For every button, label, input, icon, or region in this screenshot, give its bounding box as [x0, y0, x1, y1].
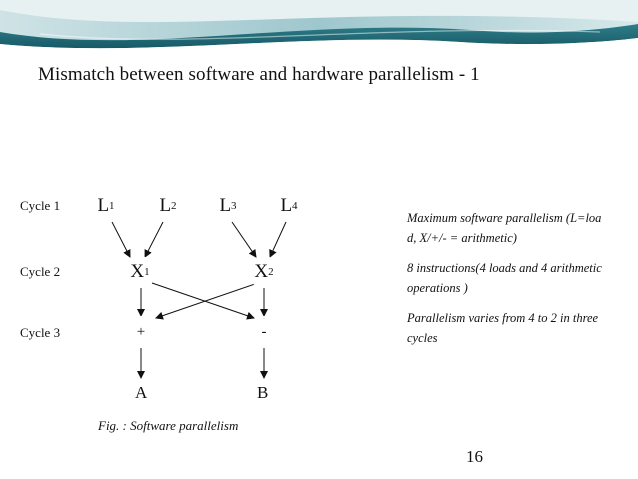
edge-x2-plus [155, 283, 256, 320]
edge-l2-x1 [144, 221, 164, 258]
node-add: + [125, 316, 157, 348]
note-max-parallelism: Maximum software parallelism (L=load, X/… [407, 211, 602, 245]
slide-title: Mismatch between software and hardware p… [38, 64, 480, 85]
cycle-2-label: Cycle 2 [20, 264, 61, 279]
cycle-3-label: Cycle 3 [20, 325, 61, 340]
node-subtract: - [248, 316, 280, 348]
note-parallelism-varies: Parallelism varies from 4 to 2 in three … [407, 311, 599, 345]
cycle-1-label: Cycle 1 [20, 198, 61, 213]
page-number: 16 [466, 447, 483, 466]
notes-panel: Maximum software parallelism (L=load, X/… [407, 208, 603, 358]
header-banner [0, 0, 638, 58]
edge-l4-x2 [269, 221, 287, 258]
output-a: A [135, 383, 148, 402]
edge-l3-x2 [231, 221, 257, 258]
edge-x1-minus [151, 282, 255, 320]
figure-caption: Fig. : Software parallelism [98, 418, 239, 433]
note-instructions: 8 instructions(4 loads and 4 arithmetic … [407, 261, 602, 295]
output-b: B [257, 383, 269, 402]
edge-l1-x1 [111, 221, 131, 258]
